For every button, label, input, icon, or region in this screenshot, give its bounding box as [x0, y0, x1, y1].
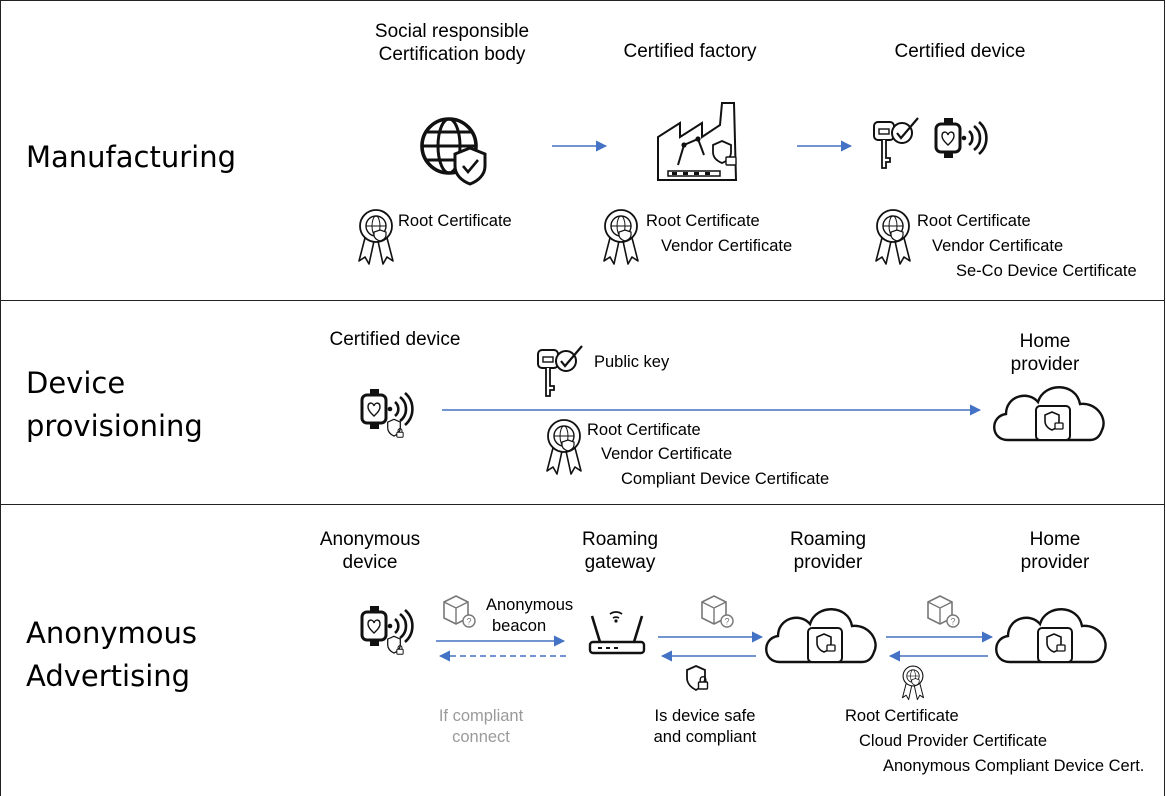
package-question-icon: [443, 595, 476, 628]
certificate-label: Anonymous Compliant Device Cert.: [883, 757, 1145, 775]
smartwatch-icon: [360, 387, 414, 438]
arrows-gateway-roaming-provider: [658, 631, 764, 662]
provisioning-device-title: Certified device: [329, 329, 461, 350]
certificate-label: Vendor Certificate: [932, 237, 1064, 255]
certified-factory-title: Certified factory: [623, 41, 757, 62]
certificate-medal-icon: [358, 209, 394, 265]
certificate-medal-icon: [603, 209, 639, 265]
certificate-label: Root Certificate: [587, 421, 701, 439]
key-check-icon: [872, 116, 920, 170]
public-key-icon: [536, 344, 584, 398]
certificate-label: Se-Co Device Certificate: [956, 262, 1137, 280]
certificate-label: Root Certificate: [917, 212, 1031, 230]
package-question-icon: [927, 595, 960, 628]
smartwatch-icon: [934, 116, 988, 160]
factory-icon: [657, 102, 738, 181]
arrows-device-gateway: [436, 635, 566, 662]
cloud-provider-icon: [995, 608, 1107, 664]
certificate-medal-icon: [546, 419, 582, 475]
arrows-roaming-home-provider: [886, 631, 994, 662]
certificate-label: Vendor Certificate: [661, 237, 793, 255]
public-key-label: Public key: [594, 353, 670, 371]
certificate-label: Root Certificate: [398, 212, 512, 230]
arrow-device-to-home-provider: [442, 404, 982, 416]
advertising-panel: [0, 504, 1165, 796]
certificate-medal-icon: [901, 665, 925, 701]
section-title-manufacturing: Manufacturing: [26, 140, 236, 174]
certificate-medal-icon: [875, 209, 911, 265]
arrow-body-to-factory: [552, 140, 608, 152]
globe-shield-icon: [420, 117, 487, 186]
shield-lock-icon: [686, 665, 709, 691]
arrow-factory-to-device: [797, 140, 853, 152]
cloud-provider-icon: [993, 386, 1105, 442]
certificate-label: Vendor Certificate: [601, 445, 733, 463]
smartwatch-icon: [360, 604, 414, 655]
certificate-label: Root Certificate: [845, 707, 959, 725]
certificate-label: Cloud Provider Certificate: [859, 732, 1047, 750]
package-question-icon: [701, 595, 734, 628]
certified-device-title: Certified device: [894, 41, 1026, 62]
certificate-label: Compliant Device Certificate: [621, 470, 830, 488]
router-icon: [588, 611, 646, 655]
cloud-provider-icon: [765, 608, 877, 664]
certificate-label: Root Certificate: [646, 212, 760, 230]
